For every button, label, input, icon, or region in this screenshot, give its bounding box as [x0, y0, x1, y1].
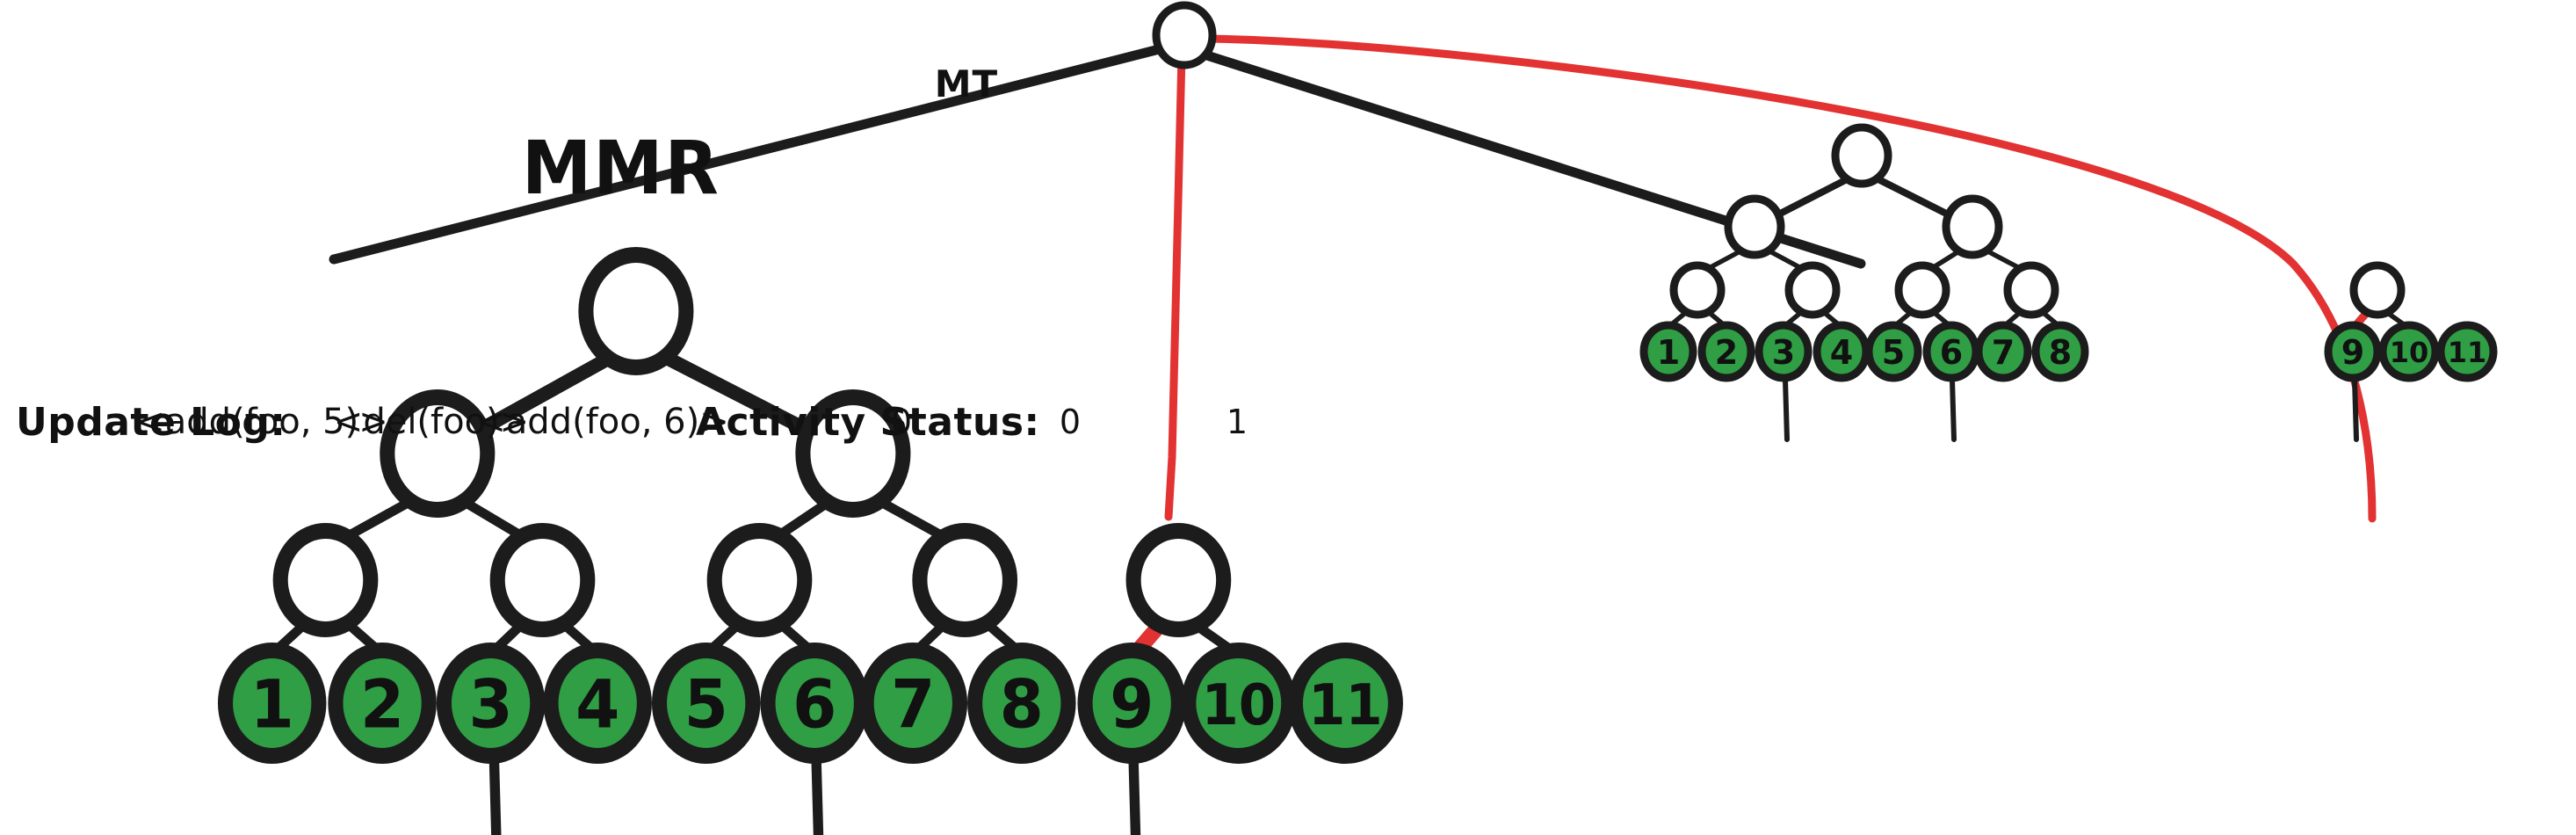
mt-leaf-11[interactable] — [2436, 321, 2498, 382]
highlight-edge-root-to-mmr-leaf9 — [1164, 50, 1186, 521]
mmr-leaf-8[interactable] — [967, 643, 1076, 764]
mmr-node-level2[interactable] — [578, 247, 694, 375]
mmr-tree: 1 2 3 4 5 6 7 8 9 10 — [217, 126, 1403, 835]
update-log-entry-3: <add(foo, 6)> — [476, 402, 728, 442]
stem-activity-status-2 — [1950, 377, 1957, 442]
activity-status-value-1: 0 — [891, 403, 912, 441]
mt-leaf-10[interactable] — [2378, 321, 2440, 382]
mt-leaf-3-label: 3 — [1772, 333, 1795, 372]
mmr-node-parent-5-6[interactable] — [706, 523, 813, 637]
mmr-node-parent-1-2[interactable] — [272, 523, 379, 637]
mmr-node-parent-7-8[interactable] — [912, 523, 1018, 637]
mt-leaf-10-label: 10 — [2390, 336, 2429, 369]
mt-leaf-6-label: 6 — [1940, 333, 1963, 372]
stem-activity-status-3 — [2352, 377, 2359, 442]
mt-node-parent-5-6[interactable] — [1894, 261, 1950, 319]
mmr-leaf-10-label: 10 — [1201, 672, 1276, 738]
mt-leaf-4-label: 4 — [1830, 333, 1853, 372]
mmr-node-level3-b[interactable] — [795, 389, 911, 518]
mt-leaf-5[interactable] — [1864, 321, 1922, 382]
stem-activity-status-1 — [1783, 377, 1790, 442]
stem-update-log-3 — [1128, 754, 1141, 835]
mt-leaf-2-label: 2 — [1715, 333, 1738, 372]
mt-leaf-8-label: 8 — [2049, 333, 2072, 372]
mt-node-level3-b[interactable] — [1942, 194, 2003, 259]
mmr-leaf-4-label: 4 — [575, 666, 619, 744]
mmr-node-parent-9-10[interactable] — [1125, 523, 1232, 637]
mmr-leaf-9-label: 9 — [1110, 666, 1154, 744]
mmr-leaf-1-label: 1 — [250, 666, 294, 744]
mt-leaf-7-label: 7 — [1992, 333, 2015, 372]
mt-node-parent-3-4[interactable] — [1784, 261, 1841, 319]
mmr-leaf-3-label: 3 — [468, 666, 512, 744]
edge-root-to-mmr-root — [329, 40, 1178, 265]
mmr-leaf-1[interactable] — [217, 643, 327, 764]
mt-leaf-1[interactable] — [1639, 321, 1697, 382]
mmr-leaf-11-label: 11 — [1308, 672, 1383, 738]
mmr-leaf-2-label: 2 — [360, 666, 404, 744]
mmr-leaves: 1 2 3 4 5 6 7 8 9 10 — [217, 643, 1403, 764]
activity-status-caption: Activity Status: — [696, 400, 1040, 445]
mt-leaf-11-label: 11 — [2448, 336, 2487, 369]
mt-node-parent-7-8[interactable] — [2003, 261, 2059, 319]
mmr-node-level3-a[interactable] — [380, 389, 496, 518]
mt-node-level3-a[interactable] — [1724, 194, 1785, 259]
mt-leaf-7[interactable] — [1974, 321, 2032, 382]
mmr-leaf-5-label: 5 — [684, 666, 728, 744]
mt-leaf-8[interactable] — [2031, 321, 2089, 382]
update-log-stems — [488, 754, 1141, 835]
activity-status-value-3: 1 — [1226, 403, 1248, 441]
activity-status-value-2: 0 — [1060, 403, 1081, 441]
mmr-leaf-5[interactable] — [651, 643, 761, 764]
mt-tree-label: MT — [935, 62, 998, 105]
mmr-leaf-2[interactable] — [328, 643, 437, 764]
stem-update-log-2 — [811, 754, 824, 835]
mt-leaves: 1 2 3 4 5 6 7 8 9 10 — [1639, 321, 2498, 382]
node-root[interactable] — [1152, 1, 1217, 69]
update-log-entry-2: <del(foo)> — [334, 402, 529, 442]
mmr-leaf-4[interactable] — [543, 643, 652, 764]
mt-leaf-1-label: 1 — [1657, 333, 1680, 372]
mmr-leaf-7[interactable] — [858, 643, 968, 764]
mmr-tree-label: MMR — [522, 126, 720, 211]
mmr-node-parent-3-4[interactable] — [489, 523, 596, 637]
stem-update-log-1 — [488, 754, 502, 835]
mt-leaf-5-label: 5 — [1882, 333, 1905, 372]
mmr-leaf-11[interactable] — [1287, 643, 1403, 764]
mt-node-parent-1-2[interactable] — [1669, 261, 1726, 319]
mmr-leaf-7-label: 7 — [891, 666, 935, 744]
mt-leaf-2[interactable] — [1697, 321, 1755, 382]
mmr-leaf-8-label: 8 — [1000, 666, 1044, 744]
mt-tree: 1 2 3 4 5 6 7 8 9 10 — [935, 62, 2498, 442]
mmr-leaf-6-label: 6 — [792, 666, 836, 744]
mt-node-parent-9-10[interactable] — [2349, 261, 2406, 319]
mt-node-level2[interactable] — [1831, 123, 1892, 188]
mt-leaf-9-label: 9 — [2341, 333, 2364, 372]
update-log-entry-1: <add(foo, 5)> — [135, 402, 387, 442]
update-log-caption: Update Log: — [16, 400, 286, 445]
activity-status-stems — [1783, 377, 2359, 442]
